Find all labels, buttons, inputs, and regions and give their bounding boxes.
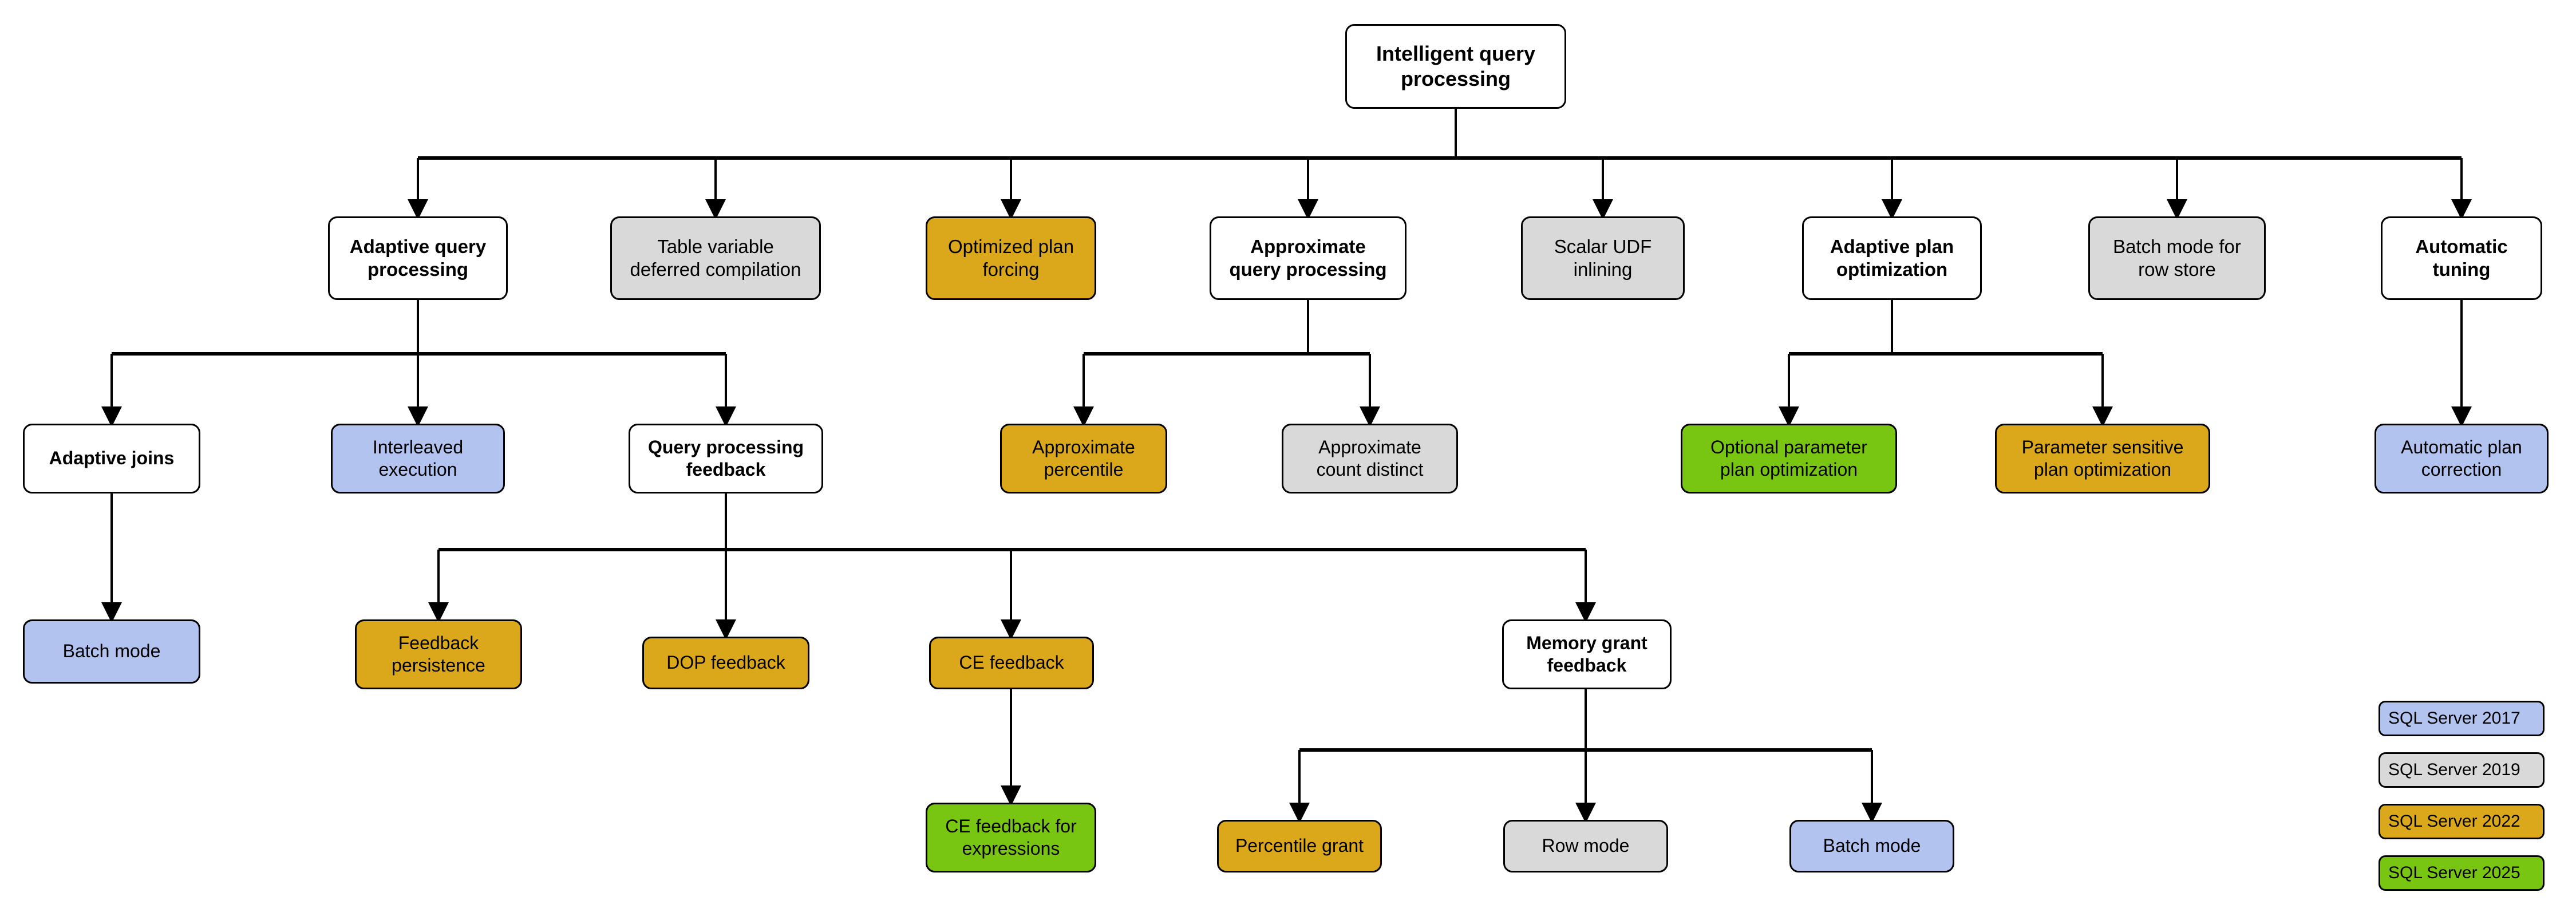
node-row-mode[interactable]: Row mode	[1503, 820, 1668, 872]
node-batch-mode-for-row-store[interactable]: Batch mode for row store	[2088, 216, 2266, 300]
node-percentile-grant[interactable]: Percentile grant	[1217, 820, 1382, 872]
legend-item-sql-server-2017[interactable]: SQL Server 2017	[2379, 701, 2545, 736]
legend-item-sql-server-2025[interactable]: SQL Server 2025	[2379, 855, 2545, 891]
node-parameter-sensitive-plan-optimization[interactable]: Parameter sensitive plan optimization	[1995, 424, 2210, 493]
node-ce-feedback[interactable]: CE feedback	[929, 637, 1094, 689]
node-approximate-percentile[interactable]: Approximate percentile	[1000, 424, 1167, 493]
legend-item-sql-server-2022[interactable]: SQL Server 2022	[2379, 804, 2545, 839]
node-automatic-plan-correction[interactable]: Automatic plan correction	[2374, 424, 2549, 493]
node-adaptive-joins[interactable]: Adaptive joins	[23, 424, 200, 493]
node-interleaved-execution[interactable]: Interleaved execution	[331, 424, 505, 493]
node-optional-parameter-plan-optimization[interactable]: Optional parameter plan optimization	[1681, 424, 1897, 493]
node-ce-feedback-for-expressions[interactable]: CE feedback for expressions	[926, 803, 1096, 872]
node-memory-grant-feedback[interactable]: Memory grant feedback	[1502, 619, 1672, 689]
legend-item-sql-server-2019[interactable]: SQL Server 2019	[2379, 752, 2545, 788]
node-batch-mode[interactable]: Batch mode	[23, 619, 200, 684]
node-table-variable-deferred-compilation[interactable]: Table variable deferred compilation	[610, 216, 821, 300]
node-scalar-udf-inlining[interactable]: Scalar UDF inlining	[1521, 216, 1685, 300]
node-batch-mode-memory-grant[interactable]: Batch mode	[1789, 820, 1954, 872]
node-adaptive-plan-optimization[interactable]: Adaptive plan optimization	[1802, 216, 1982, 300]
node-intelligent-query-processing[interactable]: Intelligent query processing	[1345, 24, 1566, 109]
node-automatic-tuning[interactable]: Automatic tuning	[2381, 216, 2542, 300]
node-feedback-persistence[interactable]: Feedback persistence	[355, 619, 522, 689]
node-approximate-query-processing[interactable]: Approximate query processing	[1210, 216, 1406, 300]
node-approximate-count-distinct[interactable]: Approximate count distinct	[1282, 424, 1458, 493]
node-query-processing-feedback[interactable]: Query processing feedback	[629, 424, 823, 493]
node-adaptive-query-processing[interactable]: Adaptive query processing	[328, 216, 508, 300]
node-dop-feedback[interactable]: DOP feedback	[642, 637, 809, 689]
node-optimized-plan-forcing[interactable]: Optimized plan forcing	[926, 216, 1096, 300]
